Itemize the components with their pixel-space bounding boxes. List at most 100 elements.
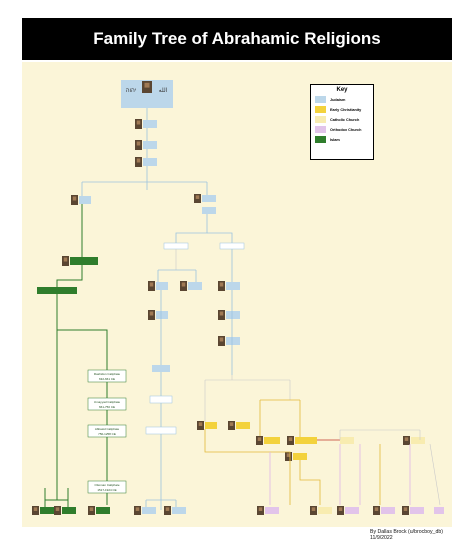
legend-item-orthodox: Orthodox Church <box>315 126 373 133</box>
portrait-face <box>374 507 379 511</box>
split-line-2a <box>175 214 208 245</box>
legend-label-early-christianity: Early Christianity <box>330 107 362 112</box>
orthodox-node-1 <box>265 507 279 514</box>
legend-title: Key <box>336 87 348 93</box>
orthodox-node-5 <box>434 507 444 514</box>
ebionite-node <box>236 422 250 429</box>
catholic-node <box>318 507 332 514</box>
portrait-face <box>257 437 262 441</box>
nicene-node <box>264 437 280 444</box>
legend-swatch-early-christianity <box>315 106 326 113</box>
gnostic-node <box>205 422 217 429</box>
portrait-face <box>72 196 77 201</box>
caliphate-box-1 <box>87 397 127 411</box>
legend-label-catholic: Catholic Church <box>330 117 360 122</box>
islam-line-b <box>56 294 108 370</box>
chalcedon-node <box>293 453 307 460</box>
portrait-face <box>55 507 60 511</box>
islam-line-c <box>45 330 58 501</box>
islam-line-a <box>56 265 83 287</box>
portrait-face <box>258 507 263 511</box>
caliphate-dates-3: 1517-1924 CE <box>97 488 116 492</box>
judaism-node-2 <box>143 141 157 149</box>
orthodox-judaism-node <box>142 507 156 514</box>
page-title: Family Tree of Abrahamic Religions <box>93 29 381 48</box>
legend-label-islam: Islam <box>330 137 340 142</box>
credit: By Dallas Brock (u/brocboy_db) 11/9/2022 <box>370 529 443 541</box>
jacob-node <box>202 207 216 214</box>
papacy-node <box>340 437 354 444</box>
jesus-node <box>226 337 240 345</box>
legend-swatch-catholic <box>315 116 326 123</box>
legend-item-catholic: Catholic Church <box>315 116 373 123</box>
credit-date: 11/9/2022 <box>370 535 393 541</box>
portrait-face <box>136 158 141 163</box>
rabbinic-box <box>149 395 173 404</box>
protestant-line-c <box>429 443 441 506</box>
ortho-line-a <box>204 429 291 505</box>
portrait-face <box>338 507 343 511</box>
portrait-face <box>149 311 154 316</box>
portrait-face <box>198 422 203 426</box>
rabbinic-node <box>156 311 168 319</box>
pharisees-node <box>156 282 168 290</box>
portrait-face <box>181 282 186 287</box>
portrait-face <box>286 453 291 457</box>
portrait-face <box>219 282 224 287</box>
muhammad-node <box>70 257 98 265</box>
portrait-face <box>165 507 170 511</box>
portrait-face <box>403 507 408 511</box>
sunni-node <box>40 507 54 514</box>
orthodox-node-2 <box>345 507 359 514</box>
essenes-node <box>226 311 240 319</box>
caliphate-box-3 <box>87 480 127 494</box>
portrait-face <box>311 507 316 511</box>
caliphate-label-3: Ottoman Caliphate <box>94 483 119 487</box>
portrait-face <box>136 120 141 125</box>
judaism-node-3 <box>143 158 157 166</box>
shia-node <box>62 507 76 514</box>
portrait-face <box>229 422 234 426</box>
caliphate-dates-1: 661-750 CE <box>99 405 115 409</box>
legend-swatch-islam <box>315 136 326 143</box>
caliphate-dates-2: 750-1258 CE <box>98 432 116 436</box>
talmud-node <box>152 365 170 372</box>
caliphate-label-0: Rashidun Caliphate <box>94 372 121 376</box>
title-bar: Family Tree of Abrahamic Religions <box>22 18 452 60</box>
legend-swatch-judaism <box>315 96 326 103</box>
islam-split-node <box>37 287 77 294</box>
portrait-face <box>195 195 200 199</box>
portrait-face <box>219 337 224 342</box>
orthodox-node-3 <box>381 507 395 514</box>
samaritan-node <box>226 282 240 290</box>
caliphate-box-2 <box>87 424 127 438</box>
sadducees-node <box>188 282 202 290</box>
isaac-node <box>202 195 216 202</box>
legend-label-orthodox: Orthodox Church <box>330 127 362 132</box>
root-hebrew-text: יהוה <box>126 88 137 94</box>
ishmael-node <box>79 196 91 204</box>
judaism-modern-box <box>145 426 177 435</box>
ibadi-node <box>96 507 110 514</box>
portrait-face <box>89 507 94 511</box>
legend-item-islam: Islam <box>315 136 373 143</box>
root-arabic-text: الله <box>159 87 168 94</box>
portrait-face <box>404 437 409 441</box>
credit-author: By Dallas Brock (u/brocboy_db) <box>370 529 443 535</box>
legend-swatch-orthodox <box>315 126 326 133</box>
portrait-face <box>219 311 224 316</box>
portrait-face <box>33 507 38 511</box>
caliphate-box-0 <box>87 369 127 383</box>
legend-item-early-christianity: Early Christianity <box>315 106 373 113</box>
kingdom-judah-box <box>163 242 189 250</box>
root-subbox <box>121 100 173 108</box>
portrait-face <box>63 257 68 262</box>
split-line-2b <box>207 232 233 245</box>
reform-judaism-node <box>172 507 186 514</box>
caliphate-label-1: Umayyad Caliphate <box>94 400 121 404</box>
protestant-node <box>411 437 425 444</box>
judaism-node-1 <box>143 120 157 128</box>
legend-label-judaism: Judaism <box>330 97 346 102</box>
caliphate-label-2: Abbasid Caliphate <box>95 427 120 431</box>
